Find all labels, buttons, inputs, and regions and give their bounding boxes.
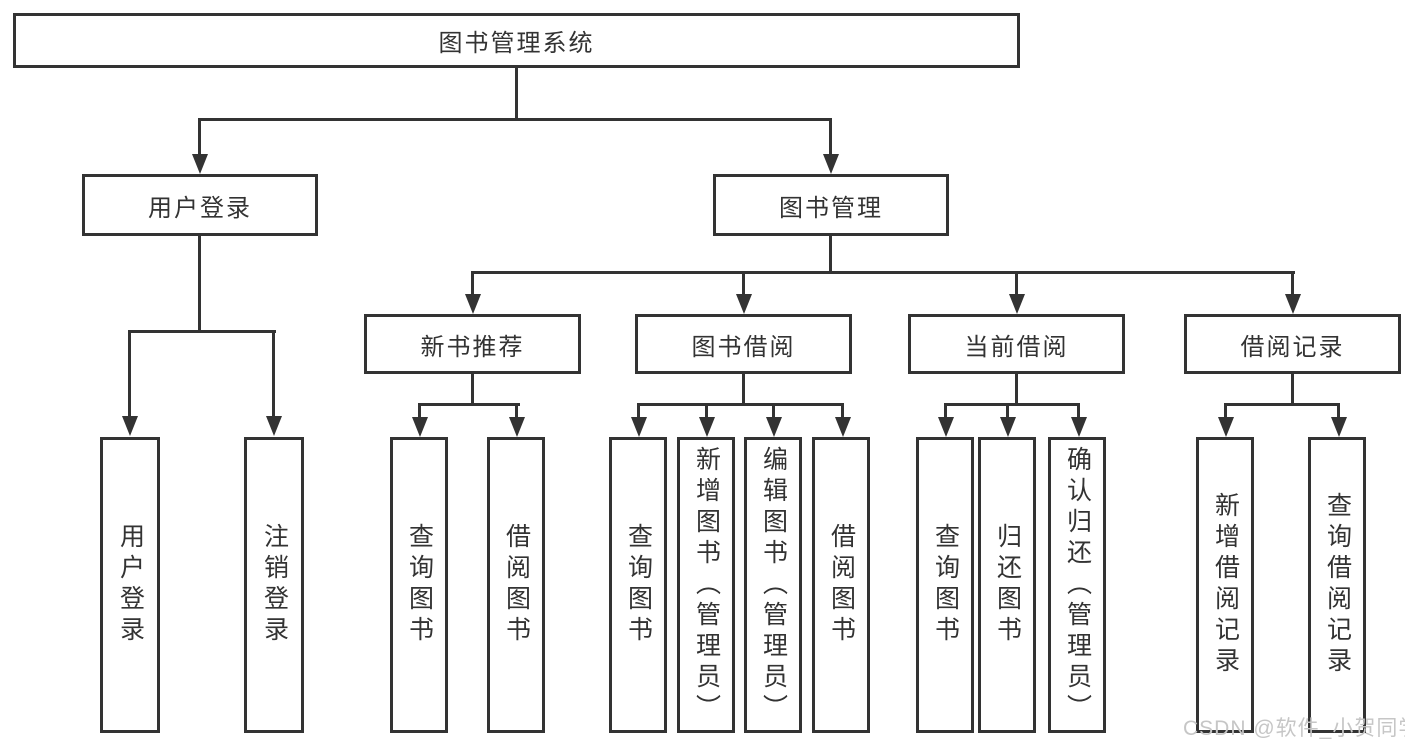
connector-drop-bor-edit	[772, 403, 775, 418]
arrowhead-user-login-icon	[192, 154, 208, 174]
arrowhead-bor-add-icon	[699, 417, 715, 437]
connector-drop-leaf-login	[128, 330, 131, 416]
arrowhead-cur-query-icon	[938, 417, 954, 437]
connector-drop-cur-confirm	[1077, 403, 1080, 418]
connector-drop-rec-query	[418, 403, 421, 418]
leaf-recommend-borrow-books: 借阅图书	[487, 437, 545, 733]
node-book-borrowing: 图书借阅	[635, 314, 852, 374]
leaf-query-borrow-record: 查询借阅记录	[1308, 437, 1366, 733]
node-user-login: 用户登录	[82, 174, 318, 236]
arrowhead-current-icon	[1009, 294, 1025, 314]
connector-current-stem	[1015, 374, 1018, 405]
connector-drop-bor-borrow	[841, 403, 844, 418]
leaf-current-return-book: 归还图书	[978, 437, 1036, 733]
csdn-watermark: CSDN @软件_小贺同学	[1183, 717, 1405, 740]
connector-drop-user-login	[198, 118, 201, 155]
arrowhead-borrow-icon	[736, 294, 752, 314]
arrowhead-bor-query-icon	[631, 417, 647, 437]
leaf-current-confirm-return-admin: 确认归还（管理员）	[1048, 437, 1106, 733]
leaf-borrow-add-book-admin: 新增图书（管理员）	[677, 437, 735, 733]
leaf-user-login: 用户登录	[100, 437, 160, 733]
leaf-borrow-query-books: 查询图书	[609, 437, 667, 733]
connector-drop-current	[1015, 271, 1018, 295]
connector-drop-leaf-logout	[272, 330, 275, 416]
connector-drop-rec-borrow	[515, 403, 518, 418]
connector-drop-borrow	[742, 271, 745, 295]
connector-root-stem	[515, 68, 518, 120]
arrowhead-leaf-login-icon	[122, 416, 138, 436]
node-current-borrowing: 当前借阅	[908, 314, 1125, 374]
connector-recommend-stem	[471, 374, 474, 405]
connector-drop-book-management	[829, 118, 832, 155]
connector-records-stem	[1291, 374, 1294, 405]
connector-level3-bar	[471, 271, 1295, 274]
leaf-current-query-books: 查询图书	[916, 437, 974, 733]
connector-recommend-bar	[418, 403, 520, 406]
arrowhead-leaf-logout-icon	[266, 416, 282, 436]
connector-drop-rec-add-record	[1224, 403, 1227, 418]
arrowhead-rec-borrow-icon	[509, 417, 525, 437]
connector-borrow-stem	[742, 374, 745, 405]
leaf-add-borrow-record: 新增借阅记录	[1196, 437, 1254, 733]
arrowhead-bor-edit-icon	[766, 417, 782, 437]
arrowhead-rec-query-icon	[412, 417, 428, 437]
node-library-management-system: 图书管理系统	[13, 13, 1020, 68]
arrowhead-records-icon	[1285, 294, 1301, 314]
arrowhead-rec-query-record-icon	[1331, 417, 1347, 437]
connector-management-stem	[829, 236, 832, 273]
connector-login-stem	[198, 236, 201, 332]
node-book-management: 图书管理	[713, 174, 949, 236]
leaf-logout: 注销登录	[244, 437, 304, 733]
arrowhead-bor-borrow-icon	[835, 417, 851, 437]
connector-borrow-bar	[637, 403, 844, 406]
connector-current-bar	[944, 403, 1080, 406]
connector-login-bar	[128, 330, 276, 333]
connector-drop-records	[1291, 271, 1294, 295]
connector-records-bar	[1224, 403, 1340, 406]
connector-drop-bor-query	[637, 403, 640, 418]
connector-drop-recommend	[471, 271, 474, 295]
connector-drop-rec-query-record	[1337, 403, 1340, 418]
arrowhead-book-management-icon	[823, 154, 839, 174]
connector-level2-bar	[198, 118, 832, 121]
connector-drop-bor-add	[705, 403, 708, 418]
leaf-borrow-borrow-books: 借阅图书	[812, 437, 870, 733]
node-new-book-recommendation: 新书推荐	[364, 314, 581, 374]
connector-drop-cur-return	[1006, 403, 1009, 418]
leaf-recommend-query-books: 查询图书	[390, 437, 448, 733]
connector-drop-cur-query	[944, 403, 947, 418]
arrowhead-cur-return-icon	[1000, 417, 1016, 437]
leaf-borrow-edit-book-admin: 编辑图书（管理员）	[744, 437, 802, 733]
arrowhead-rec-add-record-icon	[1218, 417, 1234, 437]
node-borrowing-records: 借阅记录	[1184, 314, 1401, 374]
arrowhead-cur-confirm-icon	[1071, 417, 1087, 437]
arrowhead-recommend-icon	[465, 294, 481, 314]
